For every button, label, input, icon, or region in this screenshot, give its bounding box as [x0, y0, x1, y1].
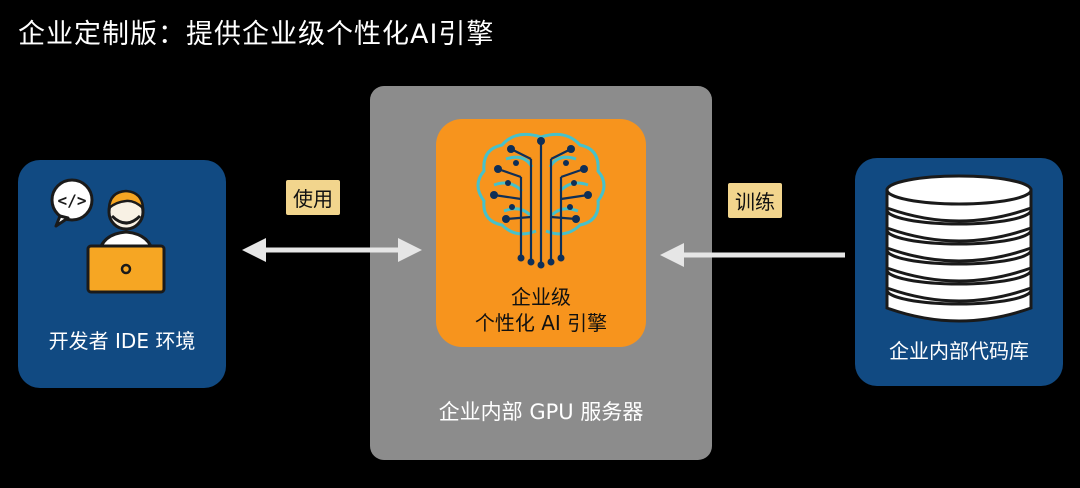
- svg-text:</>: </>: [58, 191, 87, 210]
- database-icon: [885, 174, 1033, 323]
- gpu-server-label: 企业内部 GPU 服务器: [438, 400, 644, 424]
- train-arrow: [660, 243, 845, 267]
- developer-ide-node: </> 开发者 IDE 环境: [18, 160, 226, 388]
- code-repository-label: 企业内部代码库: [889, 339, 1029, 363]
- ai-engine-node: 企业级 个性化 AI 引擎: [436, 119, 646, 347]
- code-repository-node: 企业内部代码库: [855, 158, 1063, 386]
- developer-laptop-icon: </>: [50, 178, 166, 294]
- gpu-server-node: 企业级 个性化 AI 引擎 企业内部 GPU 服务器: [370, 86, 712, 460]
- ai-engine-label-line2: 个性化 AI 引擎: [474, 311, 608, 335]
- page-title: 企业定制版：提供企业级个性化AI引擎: [18, 19, 495, 50]
- train-edge-label: 训练: [728, 183, 782, 218]
- ai-brain-icon: [476, 132, 606, 269]
- use-edge-label: 使用: [286, 180, 340, 215]
- use-arrow: [242, 238, 422, 262]
- ai-engine-label-line1: 企业级: [511, 285, 571, 309]
- developer-ide-label: 开发者 IDE 环境: [48, 329, 196, 353]
